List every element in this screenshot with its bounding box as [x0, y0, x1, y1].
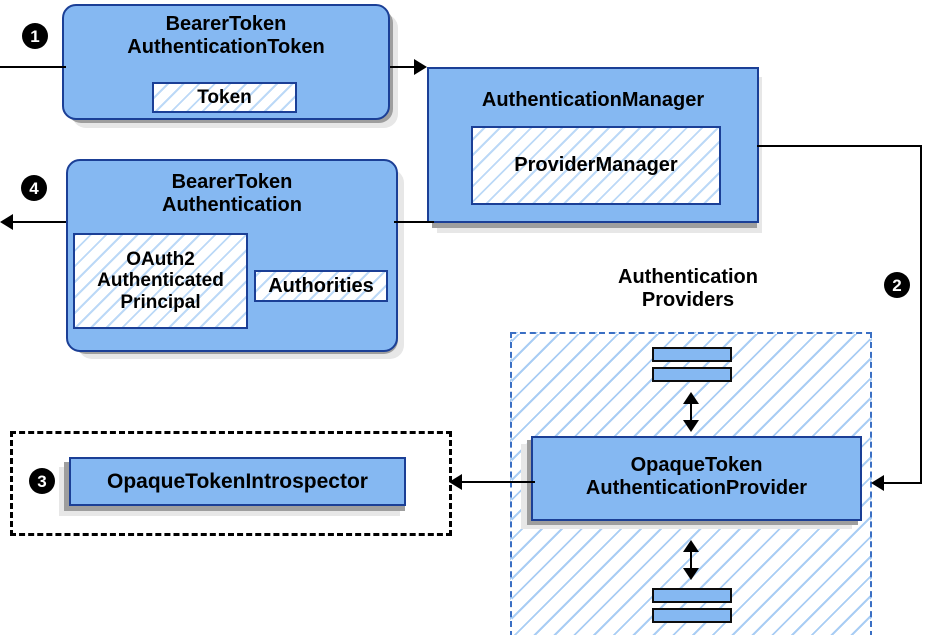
inner-oauth2-authenticated-principal-box[interactable]: OAuth2 Authenticated Principal — [73, 233, 248, 329]
incoming-request-line — [0, 66, 66, 68]
bearer-token-authentication-title: BearerToken Authentication — [162, 171, 302, 216]
manager-to-provider-line-vertical — [920, 145, 922, 483]
node-authentication-manager[interactable]: AuthenticationManager ProviderManager — [427, 67, 759, 223]
authentication-result-line — [2, 221, 66, 223]
step-badge-1: 1 — [22, 23, 48, 49]
manager-to-provider-arrowhead — [871, 475, 884, 491]
provider-link-bottom-arrow-down — [683, 568, 699, 580]
provider-link-bottom-arrow-up — [683, 540, 699, 552]
opaque-token-introspector-title: OpaqueTokenIntrospector — [107, 470, 368, 493]
provider-link-top-line — [690, 398, 692, 424]
token-to-manager-line — [390, 66, 422, 68]
bearer-token-authentication-token-title: BearerToken AuthenticationToken — [127, 13, 325, 58]
provider-to-introspector-arrowhead — [449, 474, 462, 490]
provider-stack-bar-bottom-1 — [652, 588, 732, 603]
step-badge-2: 2 — [884, 272, 910, 298]
authentication-manager-title: AuthenticationManager — [481, 89, 705, 111]
provider-link-top-arrow-up — [683, 392, 699, 404]
inner-token-box[interactable]: Token — [152, 82, 297, 113]
provider-to-introspector-line — [460, 481, 535, 483]
provider-stack-bar-top-2 — [652, 367, 732, 382]
provider-link-bottom-line — [690, 546, 692, 572]
authentication-result-arrowhead — [0, 214, 13, 230]
authentication-providers-label: Authentication Providers — [618, 266, 758, 311]
manager-to-provider-line-top — [757, 145, 922, 147]
token-to-manager-arrowhead — [414, 59, 427, 75]
node-bearer-token-authentication-token[interactable]: BearerToken AuthenticationToken Token — [62, 4, 390, 120]
provider-stack-bar-top-1 — [652, 347, 732, 362]
node-opaque-token-authentication-provider[interactable]: OpaqueToken AuthenticationProvider — [531, 436, 862, 521]
manager-to-authentication-line — [394, 221, 434, 223]
node-bearer-token-authentication[interactable]: BearerToken Authentication OAuth2 Authen… — [66, 159, 398, 352]
provider-stack-bar-bottom-2 — [652, 608, 732, 623]
inner-provider-manager-box[interactable]: ProviderManager — [471, 126, 721, 205]
step-badge-4: 4 — [21, 175, 47, 201]
manager-to-provider-line-bottom — [884, 482, 922, 484]
inner-authorities-box[interactable]: Authorities — [254, 270, 388, 302]
opaque-token-authentication-provider-title: OpaqueToken AuthenticationProvider — [585, 454, 808, 499]
node-opaque-token-introspector[interactable]: OpaqueTokenIntrospector — [69, 457, 406, 506]
step-badge-3: 3 — [29, 468, 55, 494]
provider-link-top-arrow-down — [683, 420, 699, 432]
